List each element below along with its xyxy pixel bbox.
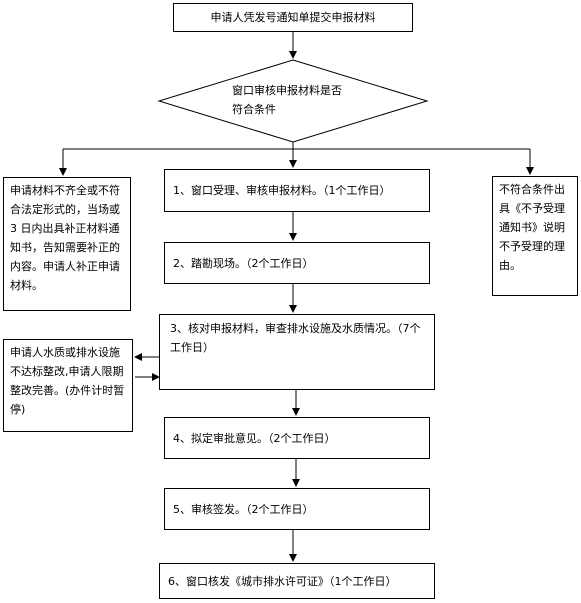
step-2-text: 2、踏勘现场。（2个工作日）	[173, 256, 314, 270]
step-5-box: 5、审核签发。（2个工作日）	[164, 488, 430, 530]
step-5-text: 5、审核签发。（2个工作日）	[173, 502, 314, 516]
step-4-text: 4、拟定审批意见。（2个工作日）	[173, 431, 336, 445]
start-box: 申请人凭发号通知单提交申报材料	[173, 3, 413, 32]
step-1-text: 1、窗口受理、审核申报材料。（1个工作日）	[173, 184, 391, 197]
start-text: 申请人凭发号通知单提交申报材料	[210, 11, 376, 24]
step-6-text: 6、窗口核发《城市排水许可证》（1个工作日）	[168, 574, 397, 588]
step-3-text: 3、核对申报材料，审查排水设施及水质情况。（7个工作日）	[170, 322, 421, 354]
right-branch-box: 不符合条件出具《不予受理通知书》说明不予受理的理由。	[492, 176, 578, 296]
step-1-box: 1、窗口受理、审核申报材料。（1个工作日）	[164, 169, 430, 212]
step-6-box: 6、窗口核发《城市排水许可证》（1个工作日）	[159, 563, 435, 599]
right-branch-text: 不符合条件出具《不予受理通知书》说明不予受理的理由。	[499, 183, 565, 272]
step-4-box: 4、拟定审批意见。（2个工作日）	[164, 417, 430, 459]
rectify-text: 申请人水质或排水设施不达标整改,申请人限期整改完善。(办件计时暂停)	[10, 346, 125, 416]
left-branch-text: 申请材料不齐全或不符合法定形式的，当场或 3 日内出具补正材料通知书，告知需要补…	[10, 184, 120, 292]
decision-line-1: 窗口审核申报材料是否	[232, 84, 342, 97]
decision-line-2: 符合条件	[232, 103, 276, 116]
rectify-box: 申请人水质或排水设施不达标整改,申请人限期整改完善。(办件计时暂停)	[3, 339, 133, 432]
step-2-box: 2、踏勘现场。（2个工作日）	[164, 242, 430, 284]
left-branch-box: 申请材料不齐全或不符合法定形式的，当场或 3 日内出具补正材料通知书，告知需要补…	[3, 177, 131, 311]
decision-text: 窗口审核申报材料是否 符合条件	[232, 81, 362, 119]
step-3-box: 3、核对申报材料，审查排水设施及水质情况。（7个工作日）	[159, 314, 435, 390]
